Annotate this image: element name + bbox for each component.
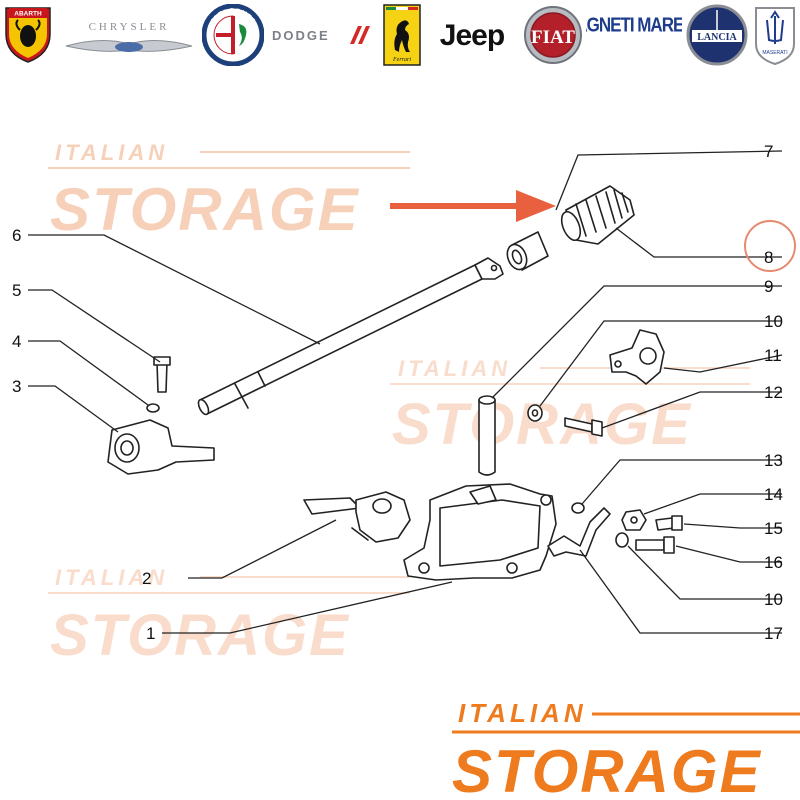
- svg-text:DODGE: DODGE: [272, 28, 330, 43]
- highlight-arrow: [390, 190, 556, 222]
- abarth-logo: ABARTH: [0, 4, 56, 66]
- lancia-logo: LANCIA: [684, 4, 750, 66]
- part-13-washer: [571, 502, 585, 514]
- part-17-linkage: [547, 507, 611, 557]
- part-16-bolt: [635, 536, 675, 554]
- part-8-rubber-boot: [560, 185, 635, 245]
- callout-2: 2: [142, 569, 151, 588]
- callout-1: 1: [146, 624, 155, 643]
- callout-7: 7: [764, 142, 773, 161]
- dodge-logo: DODGE: [270, 4, 370, 66]
- svg-text:MASERATI: MASERATI: [762, 50, 787, 56]
- part-2-gear-lever: [303, 491, 411, 543]
- italian-storage-logo: ITALIAN STORAGE: [452, 698, 800, 800]
- part-9-pin: [478, 395, 496, 476]
- svg-text:ITALIAN: ITALIAN: [55, 140, 168, 165]
- brand-logo-strip: ABARTH CHRYSLER ALFA ROMEO: [0, 0, 800, 70]
- svg-text:MAGNETI MARELLI: MAGNETI MARELLI: [586, 13, 682, 36]
- part-11-bracket: [609, 329, 665, 385]
- magneti-marelli-logo: MAGNETI MARELLI: [586, 4, 682, 66]
- part-12-bolt: [564, 417, 603, 437]
- svg-text:Ferrari: Ferrari: [392, 57, 411, 63]
- part-7-bushing: [506, 231, 549, 271]
- callout-12: 12: [764, 383, 783, 402]
- part-10-washer: [527, 404, 543, 422]
- part-10-washer-2: [615, 532, 629, 548]
- callout-4: 4: [12, 332, 21, 351]
- svg-text:ABARTH: ABARTH: [14, 11, 42, 18]
- svg-text:FIAT: FIAT: [531, 27, 575, 48]
- watermark-top-left: ITALIAN STORAGE: [48, 140, 410, 243]
- highlight-circle: [744, 220, 796, 272]
- svg-text:ITALIAN: ITALIAN: [398, 356, 511, 381]
- callout-15: 15: [764, 519, 783, 538]
- callout-3: 3: [12, 377, 21, 396]
- callout-6: 6: [12, 226, 21, 245]
- part-1-housing: [403, 483, 557, 581]
- leader-lines: [28, 150, 783, 634]
- svg-text:CHRYSLER: CHRYSLER: [89, 21, 170, 33]
- svg-text:STORAGE: STORAGE: [50, 176, 360, 243]
- part-6-shift-rod: [197, 257, 504, 416]
- callout-16: 16: [764, 553, 783, 572]
- callout-9: 9: [764, 277, 773, 296]
- watermark-middle-right: ITALIAN STORAGE: [390, 356, 750, 457]
- watermark-bottom-left: ITALIAN STORAGE: [48, 565, 410, 668]
- callout-14: 14: [764, 485, 783, 504]
- part-5-screw: [153, 356, 171, 393]
- svg-text:STORAGE: STORAGE: [452, 738, 762, 800]
- part-15-bolt: [655, 515, 683, 531]
- ferrari-logo: Ferrari: [382, 4, 422, 66]
- chrysler-logo: CHRYSLER: [62, 4, 196, 66]
- callout-10: 10: [764, 312, 783, 331]
- part-14-nut: [621, 509, 647, 531]
- callout-labels: 6 5 4 3 2 1 7 8 9 10 11 12 13 14 15 16 1…: [12, 142, 783, 643]
- callout-8: 8: [764, 248, 773, 267]
- maserati-logo: MASERATI: [752, 4, 798, 66]
- svg-text:STORAGE: STORAGE: [50, 603, 350, 668]
- svg-text:ITALIAN: ITALIAN: [458, 698, 587, 728]
- alfa-romeo-logo: ALFA ROMEO: [200, 4, 266, 66]
- callout-17: 17: [764, 624, 783, 643]
- callout-5: 5: [12, 281, 21, 300]
- part-4-washer: [146, 403, 160, 413]
- svg-text:LANCIA: LANCIA: [697, 32, 737, 43]
- svg-text:ITALIAN: ITALIAN: [55, 565, 168, 590]
- callout-11: 11: [764, 346, 782, 365]
- callout-13: 13: [764, 451, 783, 470]
- svg-text:STORAGE: STORAGE: [392, 392, 692, 457]
- part-3-selector-lever: [107, 419, 215, 475]
- fiat-logo: FIAT: [520, 4, 586, 66]
- svg-text:Jeep: Jeep: [440, 19, 505, 52]
- callout-10-second: 10: [764, 590, 783, 609]
- jeep-logo: Jeep: [428, 4, 516, 66]
